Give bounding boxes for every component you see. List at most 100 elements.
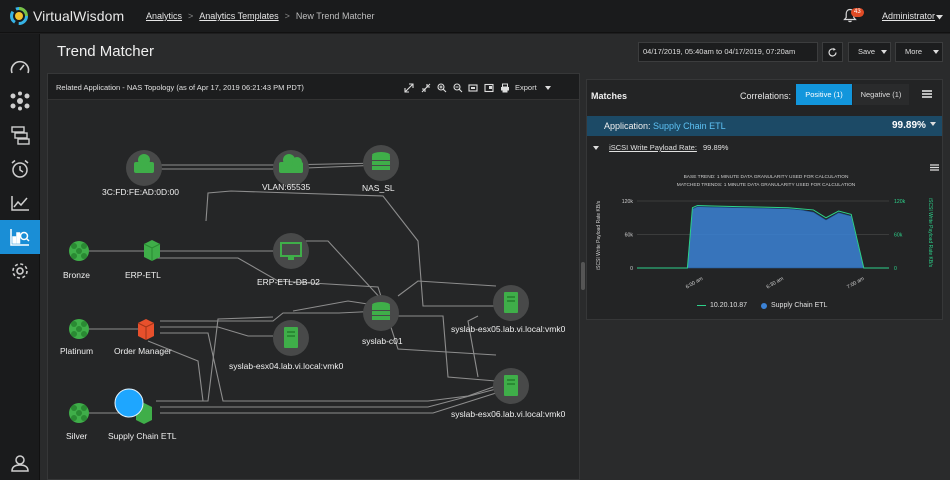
- brand-name: VirtualWisdom: [33, 8, 125, 24]
- legend-line-swatch: [697, 304, 706, 307]
- fit-view-icon[interactable]: [468, 83, 478, 93]
- save-label: Save: [858, 47, 876, 56]
- logo[interactable]: VirtualWisdom: [10, 7, 124, 25]
- refresh-button[interactable]: [822, 42, 843, 62]
- refresh-icon: [828, 47, 837, 56]
- hamburger-menu-icon[interactable]: [922, 90, 932, 98]
- sidebar-item-reports[interactable]: [0, 118, 40, 152]
- date-range-picker[interactable]: 04/17/2019, 05:40am to 04/17/2019, 07:20…: [638, 42, 818, 62]
- node-label-platinum: Platinum: [60, 346, 94, 356]
- sidebar-item-dashboard[interactable]: [0, 50, 40, 84]
- zoom-in-icon[interactable]: [437, 83, 447, 93]
- sidebar-item-trends[interactable]: [0, 186, 40, 220]
- topology-title: Related Application - NAS Topology (as o…: [56, 83, 304, 92]
- zoom-out-icon[interactable]: [453, 83, 463, 93]
- matches-panel: Matches Correlations: Positive (1) Negat…: [586, 79, 943, 320]
- topology-icon: [10, 91, 30, 111]
- sidebar-item-settings[interactable]: [0, 254, 40, 288]
- more-button[interactable]: More: [895, 42, 943, 62]
- breadcrumb-current: New Trend Matcher: [295, 11, 375, 21]
- node-order-manager-icon[interactable]: [137, 319, 155, 340]
- sidebar-item-topology[interactable]: [0, 84, 40, 118]
- topology-header: Related Application - NAS Topology (as o…: [48, 74, 579, 100]
- node-erp-etl-icon[interactable]: [143, 240, 161, 261]
- negative-correlations-tab[interactable]: Negative (1): [853, 84, 909, 105]
- node-label-silver: Silver: [66, 431, 88, 441]
- node-vlan-icon[interactable]: [273, 150, 309, 186]
- user-menu[interactable]: Administrator: [882, 11, 936, 21]
- user-icon: [11, 455, 29, 472]
- node-syslab-c01-icon[interactable]: [363, 295, 399, 331]
- node-esx04-icon[interactable]: [273, 320, 309, 356]
- settings-icon: [12, 263, 28, 279]
- legend-item-app[interactable]: Supply Chain ETL: [760, 302, 827, 309]
- alert-count-badge: 43: [851, 8, 864, 17]
- node-label-syslab-c01: syslab-c01: [362, 336, 403, 346]
- node-label-bronze: Bronze: [63, 270, 90, 280]
- reports-icon: [11, 126, 30, 145]
- positive-correlations-tab[interactable]: Positive (1): [796, 84, 852, 105]
- chevron-down-icon[interactable]: [593, 146, 599, 150]
- overview-icon[interactable]: [484, 83, 494, 93]
- expand-icon[interactable]: [404, 83, 414, 93]
- chevron-down-icon: [881, 50, 887, 54]
- node-label-esx05: syslab-esx05.lab.vi.local:vmk0: [451, 324, 566, 334]
- node-label-esx06: syslab-esx06.lab.vi.local:vmk0: [451, 409, 566, 419]
- chart-ylabel-left: iSCSI Write Payload Rate KB/s: [596, 200, 602, 270]
- chart-menu-icon[interactable]: [930, 164, 939, 171]
- collapse-icon[interactable]: [421, 83, 431, 93]
- node-erp-db-icon[interactable]: [273, 233, 309, 269]
- application-value: Supply Chain ETL: [653, 121, 726, 131]
- user-menu-caret-icon[interactable]: [936, 15, 943, 20]
- node-label-nas: NAS_SL: [362, 183, 395, 193]
- print-icon[interactable]: [500, 83, 510, 93]
- breadcrumb-analytics[interactable]: Analytics: [146, 11, 183, 21]
- chart-note-matched: MATCHED TRENDS: 1 MINUTE DATA GRANULARIT…: [677, 182, 856, 188]
- node-supply-chain-icon[interactable]: [114, 388, 152, 424]
- save-button[interactable]: Save: [848, 42, 891, 62]
- node-label-esx04: syslab-esx04.lab.vi.local:vmk0: [229, 361, 344, 371]
- sidebar-item-profile[interactable]: [0, 446, 40, 480]
- node-platinum-icon[interactable]: [69, 319, 89, 339]
- chart-y-tick-right: 0: [894, 266, 897, 272]
- chevron-down-icon[interactable]: [545, 86, 551, 90]
- node-label-mac: 3C:FD:FE:AD:0D:00: [102, 187, 179, 197]
- node-esx05-icon[interactable]: [493, 285, 529, 321]
- chart-y-tick-left: 120k: [622, 199, 634, 205]
- chart-x-tick: 6:30 am: [765, 276, 784, 291]
- node-nas-icon[interactable]: [363, 145, 399, 181]
- panel-resize-handle[interactable]: [581, 262, 585, 290]
- node-label-erp-etl: ERP-ETL: [125, 270, 161, 280]
- metric-name[interactable]: iSCSI Write Payload Rate:: [609, 143, 697, 152]
- page-title: Trend Matcher: [57, 43, 154, 60]
- sidebar-item-alarms[interactable]: [0, 152, 40, 186]
- export-menu[interactable]: Export: [515, 83, 537, 92]
- chevron-down-icon: [933, 50, 939, 54]
- topology-panel: Related Application - NAS Topology (as o…: [47, 73, 580, 480]
- node-mac-icon[interactable]: [126, 150, 162, 186]
- node-bronze-icon[interactable]: [69, 241, 89, 261]
- chart-note-base: BASE TREND: 1 MINUTE DATA GRANULARITY US…: [684, 174, 849, 180]
- matches-title: Matches: [591, 91, 628, 101]
- node-silver-icon[interactable]: [69, 403, 89, 423]
- topology-graph: [69, 145, 529, 424]
- correlations-label: Correlations:: [740, 91, 792, 101]
- application-match-row[interactable]: Application: Supply Chain ETL 99.89%: [587, 116, 942, 136]
- speedometer-icon: [10, 60, 30, 74]
- chart-series: [637, 204, 889, 269]
- legend-item-host[interactable]: 10.20.10.87: [697, 302, 747, 309]
- chevron-down-icon[interactable]: [930, 122, 936, 126]
- sidebar-item-analytics[interactable]: [0, 220, 40, 254]
- node-esx06-icon[interactable]: [493, 368, 529, 404]
- sidebar: [0, 34, 40, 480]
- node-label-supply-chain: Supply Chain ETL: [108, 431, 177, 441]
- application-label-text: Application:: [604, 121, 651, 131]
- application-match-percent: 99.89%: [892, 120, 926, 131]
- trend-icon: [11, 196, 29, 211]
- chart-y-tick-right: 120k: [894, 199, 906, 205]
- chart-ylabel-right: iSCSI Write Payload Rate KB/s: [927, 198, 933, 268]
- metric-match-row[interactable]: iSCSI Write Payload Rate: 99.89%: [593, 143, 728, 152]
- breadcrumb-analytics-templates[interactable]: Analytics Templates: [199, 11, 279, 21]
- chart-line-host: [637, 204, 889, 269]
- node-label-erp-db: ERP-ETL-DB-02: [257, 277, 320, 287]
